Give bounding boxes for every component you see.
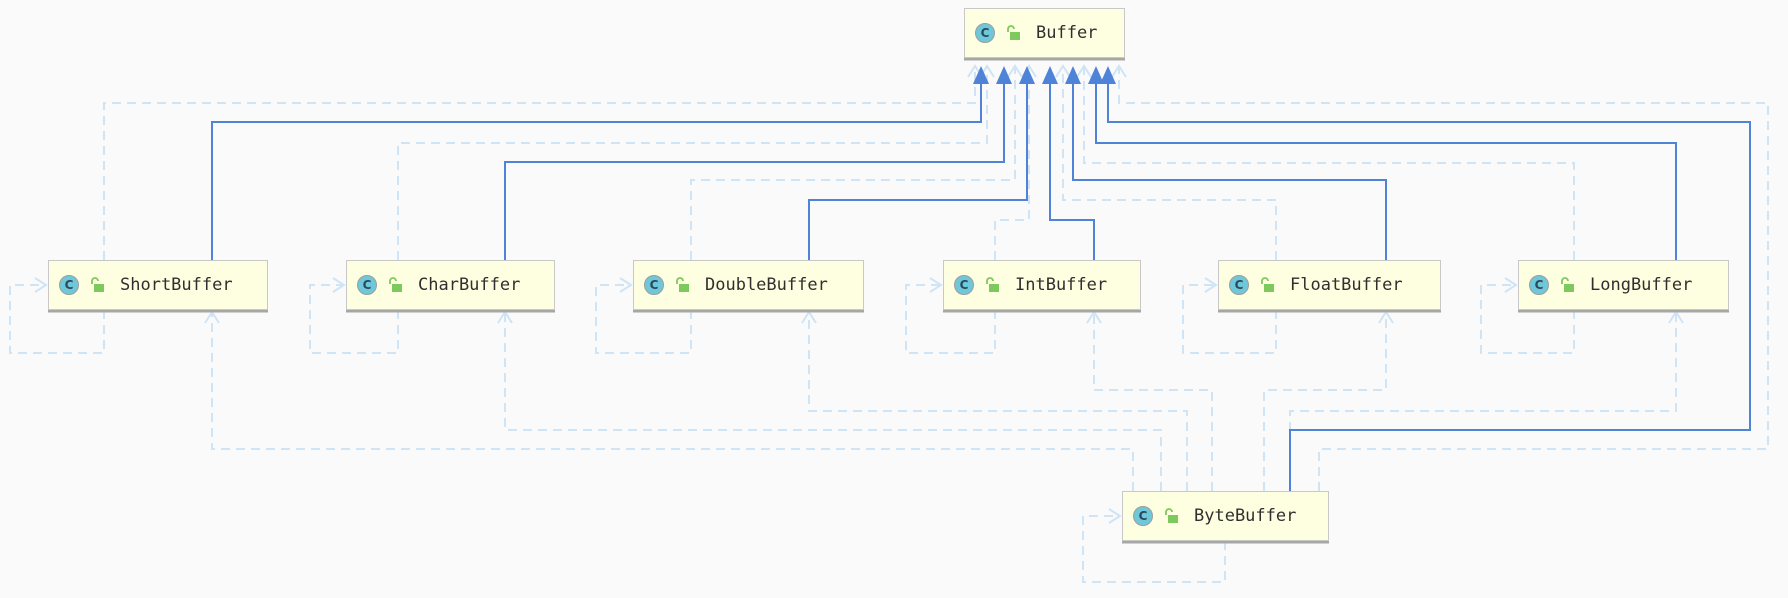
implements-edge bbox=[1263, 312, 1387, 491]
open-lock-icon bbox=[1165, 508, 1178, 523]
self-implements-edge bbox=[1082, 515, 1226, 583]
open-lock-icon bbox=[1261, 277, 1274, 292]
implementation-arrowhead bbox=[497, 310, 513, 324]
inheritance-arrowhead bbox=[996, 66, 1012, 84]
implementation-arrowhead bbox=[34, 277, 48, 293]
implementation-arrowhead bbox=[929, 277, 943, 293]
class-name: LongBuffer bbox=[1590, 275, 1693, 295]
class-name: DoubleBuffer bbox=[705, 275, 828, 295]
class-node-shortbuffer[interactable]: C ShortBuffer bbox=[48, 260, 268, 310]
class-icon: C bbox=[357, 275, 377, 295]
implementation-arrowhead bbox=[1086, 310, 1102, 324]
extends-edge bbox=[504, 84, 1005, 260]
implements-edge bbox=[1062, 66, 1277, 260]
inheritance-arrowhead bbox=[1019, 66, 1035, 84]
class-icon: C bbox=[59, 275, 79, 295]
self-implements-edge bbox=[309, 284, 399, 354]
inheritance-arrowhead bbox=[1088, 66, 1104, 84]
class-icon: C bbox=[975, 23, 995, 43]
implementation-arrowhead bbox=[1007, 64, 1023, 78]
extends-edge bbox=[808, 84, 1028, 260]
class-node-longbuffer[interactable]: C LongBuffer bbox=[1518, 260, 1729, 310]
implementation-arrowhead bbox=[1378, 310, 1394, 324]
implements-edge bbox=[1083, 66, 1575, 260]
inheritance-arrowhead bbox=[1100, 66, 1116, 84]
class-node-buffer[interactable]: C Buffer bbox=[964, 8, 1125, 58]
inheritance-arrowhead bbox=[973, 66, 989, 84]
implementation-arrowhead bbox=[801, 310, 817, 324]
open-lock-icon bbox=[389, 277, 402, 292]
implementation-arrowhead bbox=[1055, 64, 1071, 78]
inheritance-arrowhead bbox=[1065, 66, 1081, 84]
extends-edge bbox=[211, 84, 982, 260]
open-lock-icon bbox=[676, 277, 689, 292]
open-lock-icon bbox=[1561, 277, 1574, 292]
class-icon: C bbox=[954, 275, 974, 295]
self-implements-edge bbox=[1480, 284, 1575, 354]
implementation-arrowhead bbox=[1668, 310, 1684, 324]
extends-edge bbox=[1107, 84, 1751, 491]
implementation-arrowhead bbox=[1076, 64, 1092, 78]
class-name: Buffer bbox=[1036, 23, 1098, 43]
self-implements-edge bbox=[9, 284, 105, 354]
class-node-doublebuffer[interactable]: C DoubleBuffer bbox=[633, 260, 864, 310]
implementation-arrowhead bbox=[1504, 277, 1518, 293]
class-name: FloatBuffer bbox=[1290, 275, 1403, 295]
extends-edge bbox=[1049, 84, 1095, 260]
implementation-arrowhead bbox=[1108, 508, 1122, 524]
open-lock-icon bbox=[986, 277, 999, 292]
class-name: ShortBuffer bbox=[120, 275, 233, 295]
class-icon: C bbox=[644, 275, 664, 295]
class-icon: C bbox=[1229, 275, 1249, 295]
class-icon: C bbox=[1133, 506, 1153, 526]
class-icon: C bbox=[1529, 275, 1549, 295]
self-implements-edge bbox=[595, 284, 692, 354]
class-name: ByteBuffer bbox=[1194, 506, 1297, 526]
implementation-arrowhead bbox=[619, 277, 633, 293]
class-node-floatbuffer[interactable]: C FloatBuffer bbox=[1218, 260, 1441, 310]
class-name: IntBuffer bbox=[1015, 275, 1108, 295]
class-name: CharBuffer bbox=[418, 275, 521, 295]
implementation-arrowhead bbox=[1204, 277, 1218, 293]
implementation-arrowhead bbox=[1111, 64, 1127, 78]
implements-edge bbox=[690, 66, 1016, 260]
implements-edge bbox=[397, 66, 988, 260]
extends-edge bbox=[1095, 84, 1677, 260]
self-implements-edge bbox=[1182, 284, 1277, 354]
inheritance-arrowhead bbox=[1042, 66, 1058, 84]
implements-edge bbox=[994, 66, 1030, 260]
implements-edge bbox=[504, 312, 1162, 491]
class-node-intbuffer[interactable]: C IntBuffer bbox=[943, 260, 1141, 310]
class-node-charbuffer[interactable]: C CharBuffer bbox=[346, 260, 555, 310]
implementation-arrowhead bbox=[204, 310, 220, 324]
implements-edge bbox=[1093, 312, 1213, 491]
implements-edge bbox=[1289, 312, 1677, 491]
open-lock-icon bbox=[1007, 25, 1020, 40]
implements-edge bbox=[808, 312, 1188, 491]
implements-edge bbox=[1118, 66, 1769, 491]
class-node-bytebuffer[interactable]: C ByteBuffer bbox=[1122, 491, 1329, 541]
open-lock-icon bbox=[91, 277, 104, 292]
self-implements-edge bbox=[905, 284, 996, 354]
implements-edge bbox=[211, 312, 1134, 491]
implements-edge bbox=[103, 66, 976, 260]
extends-edge bbox=[1072, 84, 1387, 260]
implementation-arrowhead bbox=[332, 277, 346, 293]
